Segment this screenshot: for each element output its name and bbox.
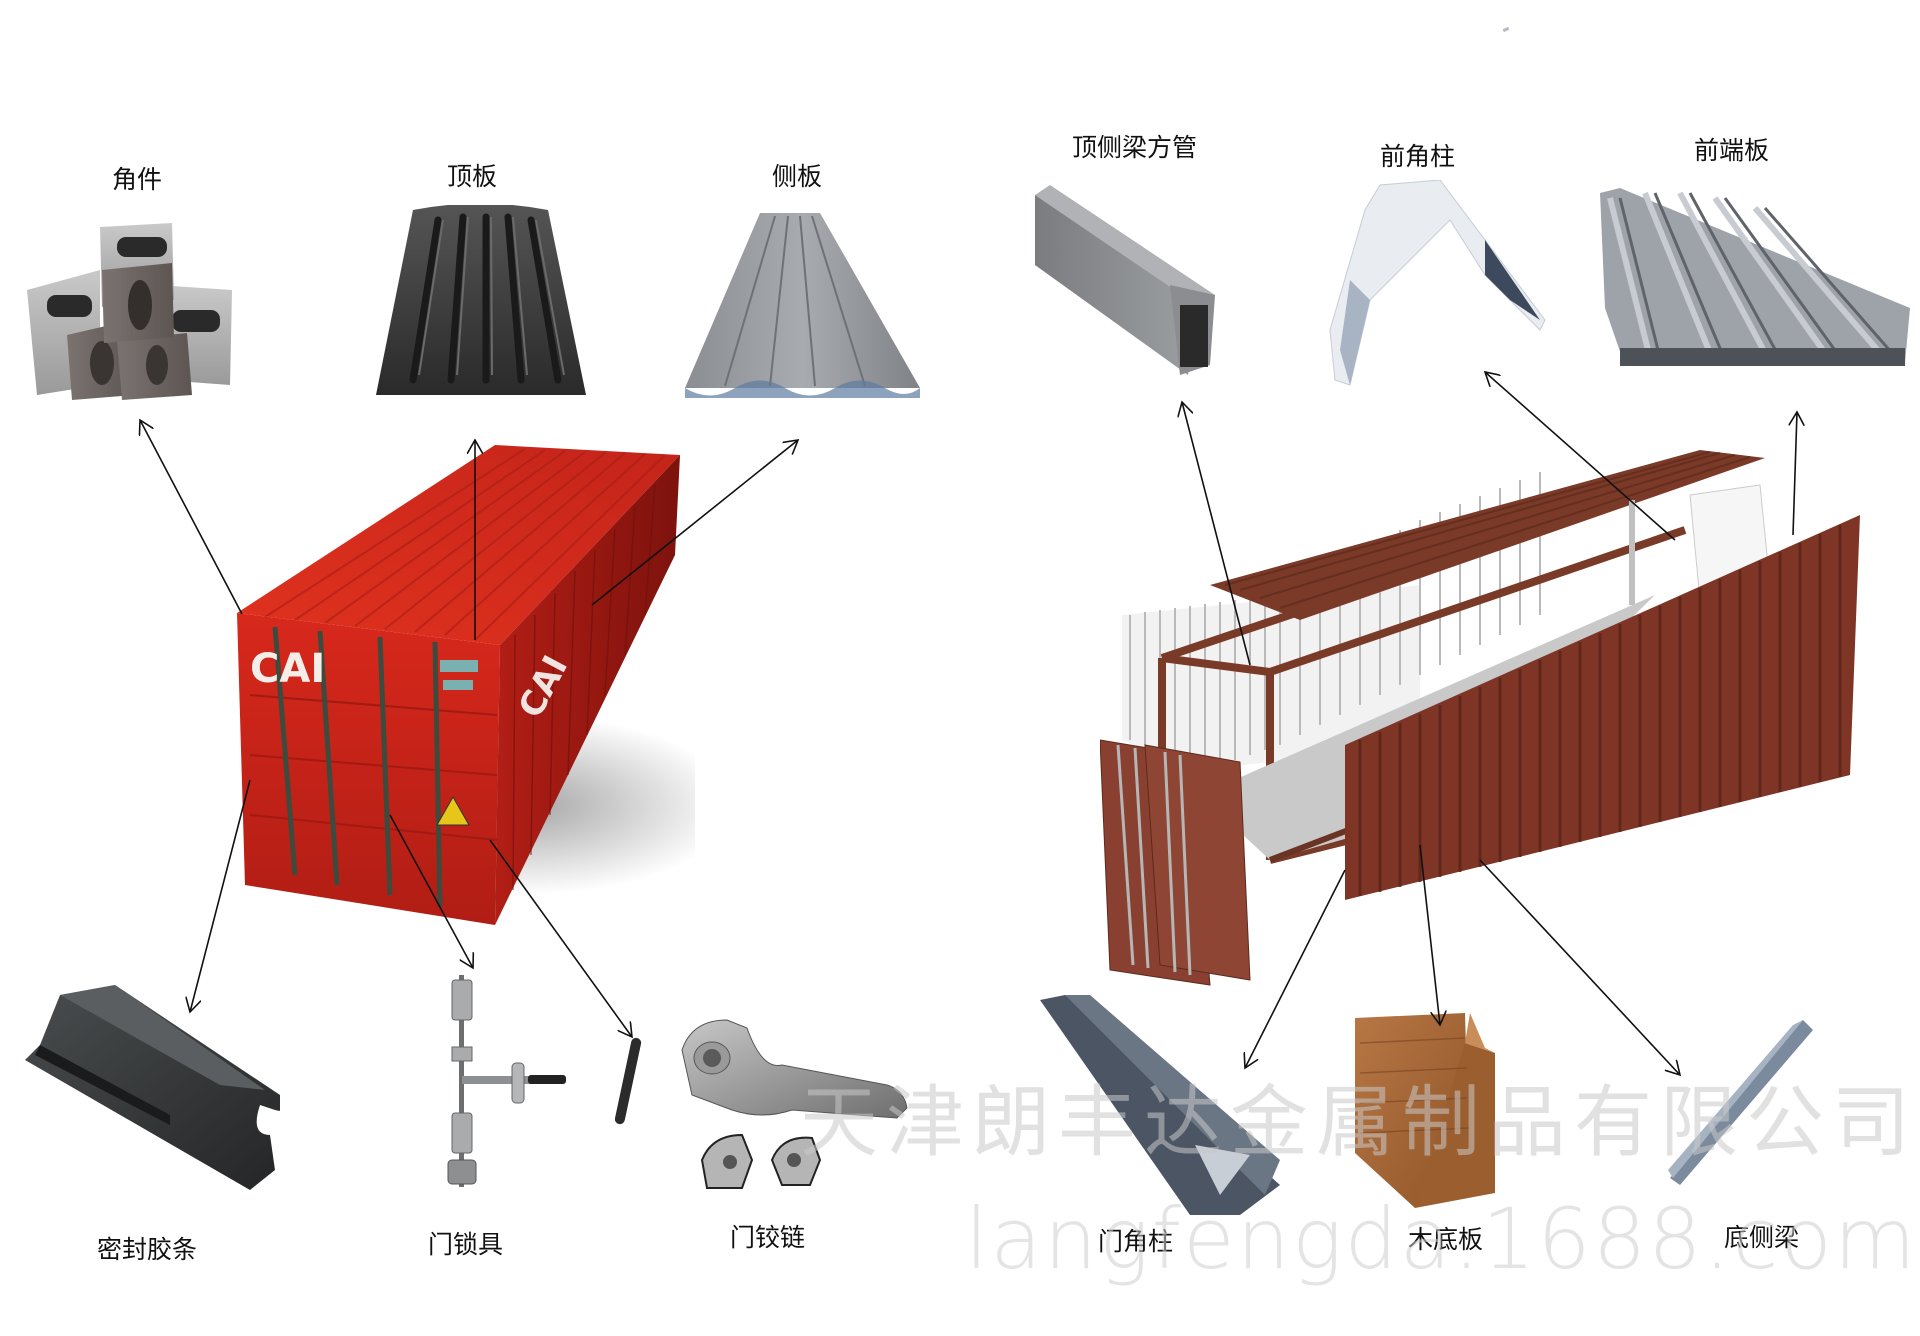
wooden-floor-image: [1355, 1013, 1495, 1208]
label-wooden-floor: 木底板: [1408, 1225, 1484, 1254]
label-bottom-side-rail: 底侧梁: [1724, 1223, 1800, 1252]
arrow-door-gasket: [190, 779, 251, 1012]
arrow-corner-fitting: [140, 420, 243, 615]
label-door-lock: 门锁具: [428, 1230, 504, 1259]
label-door-corner-post: 门角柱: [1098, 1227, 1174, 1256]
front-end-panel-image: [1600, 188, 1910, 366]
arrow-door-corner-post: [1245, 869, 1346, 1068]
label-door-gasket: 密封胶条: [97, 1235, 198, 1264]
arrow-door-lock: [389, 814, 473, 968]
arrow-top-side-rail-tube: [1182, 402, 1251, 666]
arrow-side-panel: [591, 440, 798, 606]
label-side-panel: 侧板: [772, 162, 823, 191]
top-side-rail-tube-image: [1035, 185, 1215, 375]
label-door-hinge: 门铰链: [730, 1223, 806, 1252]
label-roof-panel: 顶板: [447, 162, 498, 191]
arrow-wooden-floor: [1419, 844, 1440, 1025]
watermark-company: 天津朗丰达金属制品有限公司: [800, 1078, 1919, 1168]
door-hinge-image: [681, 1019, 908, 1189]
arrow-bottom-side-rail: [1479, 859, 1680, 1075]
watermark-url: langfengda.1688.com: [965, 1190, 1918, 1288]
corner-fitting-image: [27, 223, 232, 400]
door-gasket-image: [25, 985, 280, 1190]
container-front-logo: CAI: [250, 646, 325, 692]
front-corner-post-image: [1329, 180, 1546, 386]
label-top-side-rail-tube: 顶侧梁方管: [1072, 133, 1198, 162]
exploded-container-image: [1100, 450, 1860, 986]
roof-panel-image: [376, 205, 586, 395]
red-container-image: CAI CAI: [237, 445, 695, 925]
bottom-side-rail-image: [1668, 1020, 1813, 1185]
arrow-front-corner-post: [1485, 372, 1676, 541]
arrow-door-hinge: [489, 839, 632, 1037]
arrow-front-end-panel: [1793, 412, 1797, 536]
label-front-corner-post: 前角柱: [1380, 142, 1456, 171]
hinge-pin-image: [615, 1037, 642, 1125]
label-corner-fitting: 角件: [112, 165, 163, 194]
side-panel-image: [685, 213, 920, 398]
door-corner-post-image: [1040, 995, 1280, 1215]
door-lock-image: [447, 975, 566, 1187]
label-front-end-panel: 前端板: [1694, 136, 1770, 165]
